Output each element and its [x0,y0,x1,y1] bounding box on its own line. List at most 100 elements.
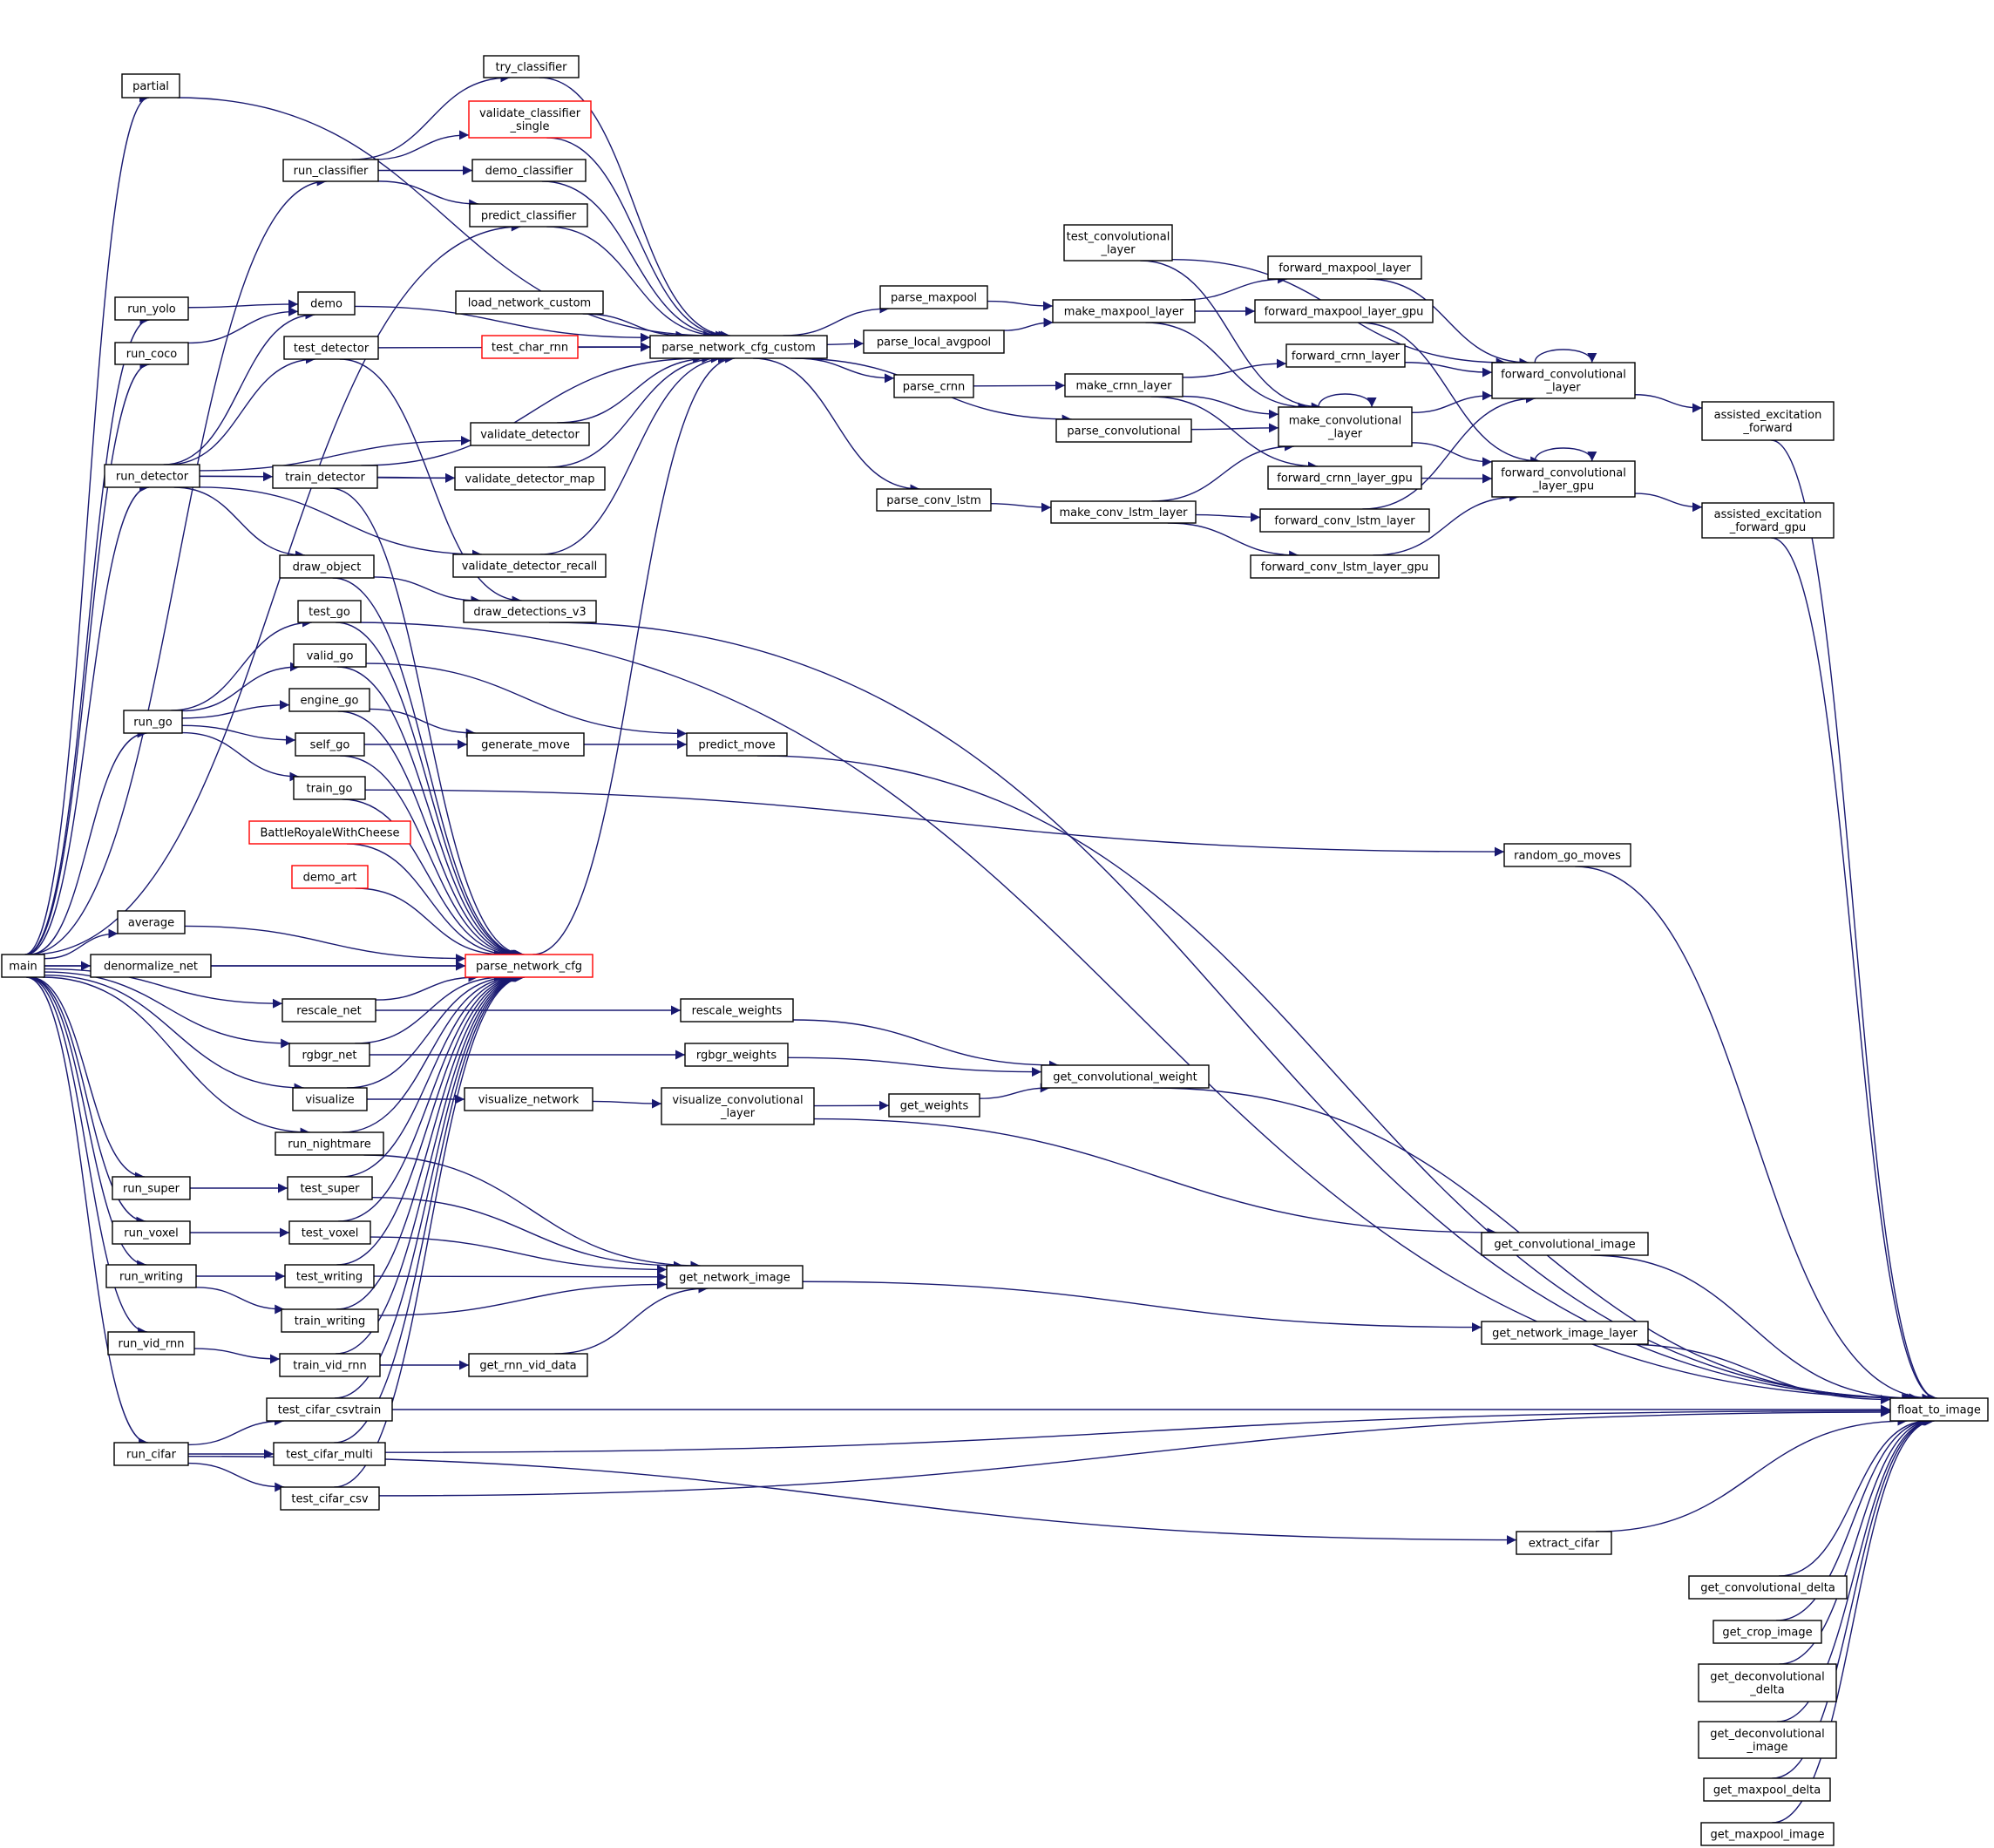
node-box[interactable] [275,1131,384,1156]
node-box[interactable] [288,1220,371,1245]
node-draw-detections-v3[interactable]: draw_detections_v3 [463,600,597,623]
node-box[interactable] [466,732,585,757]
node-box[interactable] [1701,502,1835,539]
node-validate-detector-map[interactable]: validate_detector_map [454,466,606,491]
node-get-crop-image[interactable]: get_crop_image [1713,1620,1822,1644]
node-run-go[interactable]: run_go [123,710,183,734]
node-test-convolutional-layer[interactable]: test_convolutional_layer [1063,224,1173,262]
node-float-to-image[interactable]: float_to_image [1889,1397,1989,1422]
node-box[interactable] [1259,508,1430,533]
node-run-vid-rnn[interactable]: run_vid_rnn [107,1331,195,1355]
node-box[interactable] [464,1087,593,1111]
node-box[interactable] [121,73,180,99]
node-draw-object[interactable]: draw_object [279,554,375,579]
node-box[interactable] [266,1397,393,1422]
node-box[interactable] [281,1308,379,1333]
node-box[interactable] [471,159,587,182]
node-box[interactable] [454,466,606,491]
node-box[interactable] [1688,1575,1848,1600]
node-box[interactable] [893,374,974,398]
node-predict-classifier[interactable]: predict_classifier [469,203,588,228]
node-box[interactable] [1052,299,1196,323]
node-box[interactable] [284,1264,375,1288]
node-box[interactable] [1491,460,1636,498]
node-test-voxel[interactable]: test_voxel [288,1220,371,1245]
node-visualize-network[interactable]: visualize_network [464,1087,593,1111]
node-box[interactable] [297,291,356,316]
node-box[interactable] [455,290,604,315]
node-parse-convolutional[interactable]: parse_convolutional [1055,418,1192,443]
node-parse-network-cfg[interactable]: parse_network_cfg [465,954,593,978]
node-get-deconvolutional-image[interactable]: get_deconvolutional_image [1698,1721,1837,1759]
node-box[interactable] [879,285,988,309]
node-box[interactable] [1481,1232,1649,1256]
node-box[interactable] [1250,554,1440,579]
node-forward-convolutional-layer-gpu[interactable]: forward_convolutional_layer_gpu [1491,460,1636,498]
node-get-convolutional-weight[interactable]: get_convolutional_weight [1041,1064,1210,1089]
node-box[interactable] [291,865,369,889]
node-box[interactable] [1285,343,1406,368]
node-forward-conv-lstm-layer-gpu[interactable]: forward_conv_lstm_layer_gpu [1250,554,1440,579]
node-box[interactable] [1516,1531,1612,1555]
node-make-maxpool-layer[interactable]: make_maxpool_layer [1052,299,1196,323]
node-box[interactable] [666,1265,804,1289]
node-box[interactable] [288,688,370,712]
node-run-super[interactable]: run_super [112,1176,191,1200]
node-test-cifar-csv[interactable]: test_cifar_csv [280,1486,380,1511]
node-box[interactable] [470,422,590,446]
node-run-yolo[interactable]: run_yolo [114,296,189,321]
node-run-detector[interactable]: run_detector [104,464,200,488]
node-get-rnn-vid-data[interactable]: get_rnn_vid_data [468,1353,588,1377]
node-box[interactable] [661,1087,815,1125]
node-load-network-custom[interactable]: load_network_custom [455,290,604,315]
node-test-cifar-csvtrain[interactable]: test_cifar_csvtrain [266,1397,393,1422]
node-test-detector[interactable]: test_detector [283,336,379,360]
node-BattleRoyaleWithCheese[interactable]: BattleRoyaleWithCheese [248,820,411,845]
node-box[interactable] [114,342,189,365]
node-parse-crnn[interactable]: parse_crnn [893,374,974,398]
node-box[interactable] [273,1442,386,1466]
node-train-detector[interactable]: train_detector [272,465,378,489]
node-box[interactable] [248,820,411,845]
node-run-voxel[interactable]: run_voxel [112,1220,191,1245]
node-box[interactable] [297,600,362,623]
node-box[interactable] [279,554,375,579]
node-get-convolutional-image[interactable]: get_convolutional_image [1481,1232,1649,1256]
node-get-network-image[interactable]: get_network_image [666,1265,804,1289]
node-box[interactable] [863,330,1005,354]
node-predict-move[interactable]: predict_move [686,732,788,757]
node-box[interactable] [1481,1321,1649,1345]
node-box[interactable] [295,732,365,757]
node-run-writing[interactable]: run_writing [105,1264,197,1288]
node-box[interactable] [1267,465,1422,490]
node-box[interactable] [1064,373,1184,397]
node-box[interactable] [280,1486,380,1511]
node-box[interactable] [1713,1620,1822,1644]
node-box[interactable] [1055,418,1192,443]
node-rgbgr-weights[interactable]: rgbgr_weights [684,1043,789,1067]
node-box[interactable] [282,159,379,182]
node-box[interactable] [1698,1663,1837,1702]
node-box[interactable] [452,554,607,578]
node-random-go-moves[interactable]: random_go_moves [1503,843,1631,867]
node-parse-network-cfg-custom[interactable]: parse_network_cfg_custom [649,335,828,359]
node-box[interactable] [1,954,45,978]
node-train-go[interactable]: train_go [293,776,366,800]
node-box[interactable] [1703,1777,1831,1802]
node-get-convolutional-delta[interactable]: get_convolutional_delta [1688,1575,1848,1600]
node-get-weights[interactable]: get_weights [888,1093,980,1118]
node-validate-detector-recall[interactable]: validate_detector_recall [452,554,607,578]
node-train-vid-rnn[interactable]: train_vid_rnn [279,1353,381,1377]
node-test-writing[interactable]: test_writing [284,1264,375,1288]
node-box[interactable] [281,998,376,1023]
node-test-char-rnn[interactable]: test_char_rnn [481,335,579,359]
node-valid-go[interactable]: valid_go [293,643,367,668]
node-box[interactable] [1701,401,1835,441]
node-box[interactable] [1278,406,1413,447]
node-forward-maxpool-layer-gpu[interactable]: forward_maxpool_layer_gpu [1254,299,1434,323]
node-visualize-convolutional-layer[interactable]: visualize_convolutional_layer [661,1087,815,1125]
node-average[interactable]: average [117,910,186,934]
node-box[interactable] [465,954,593,978]
node-box[interactable] [684,1043,789,1067]
node-box[interactable] [1254,299,1434,323]
